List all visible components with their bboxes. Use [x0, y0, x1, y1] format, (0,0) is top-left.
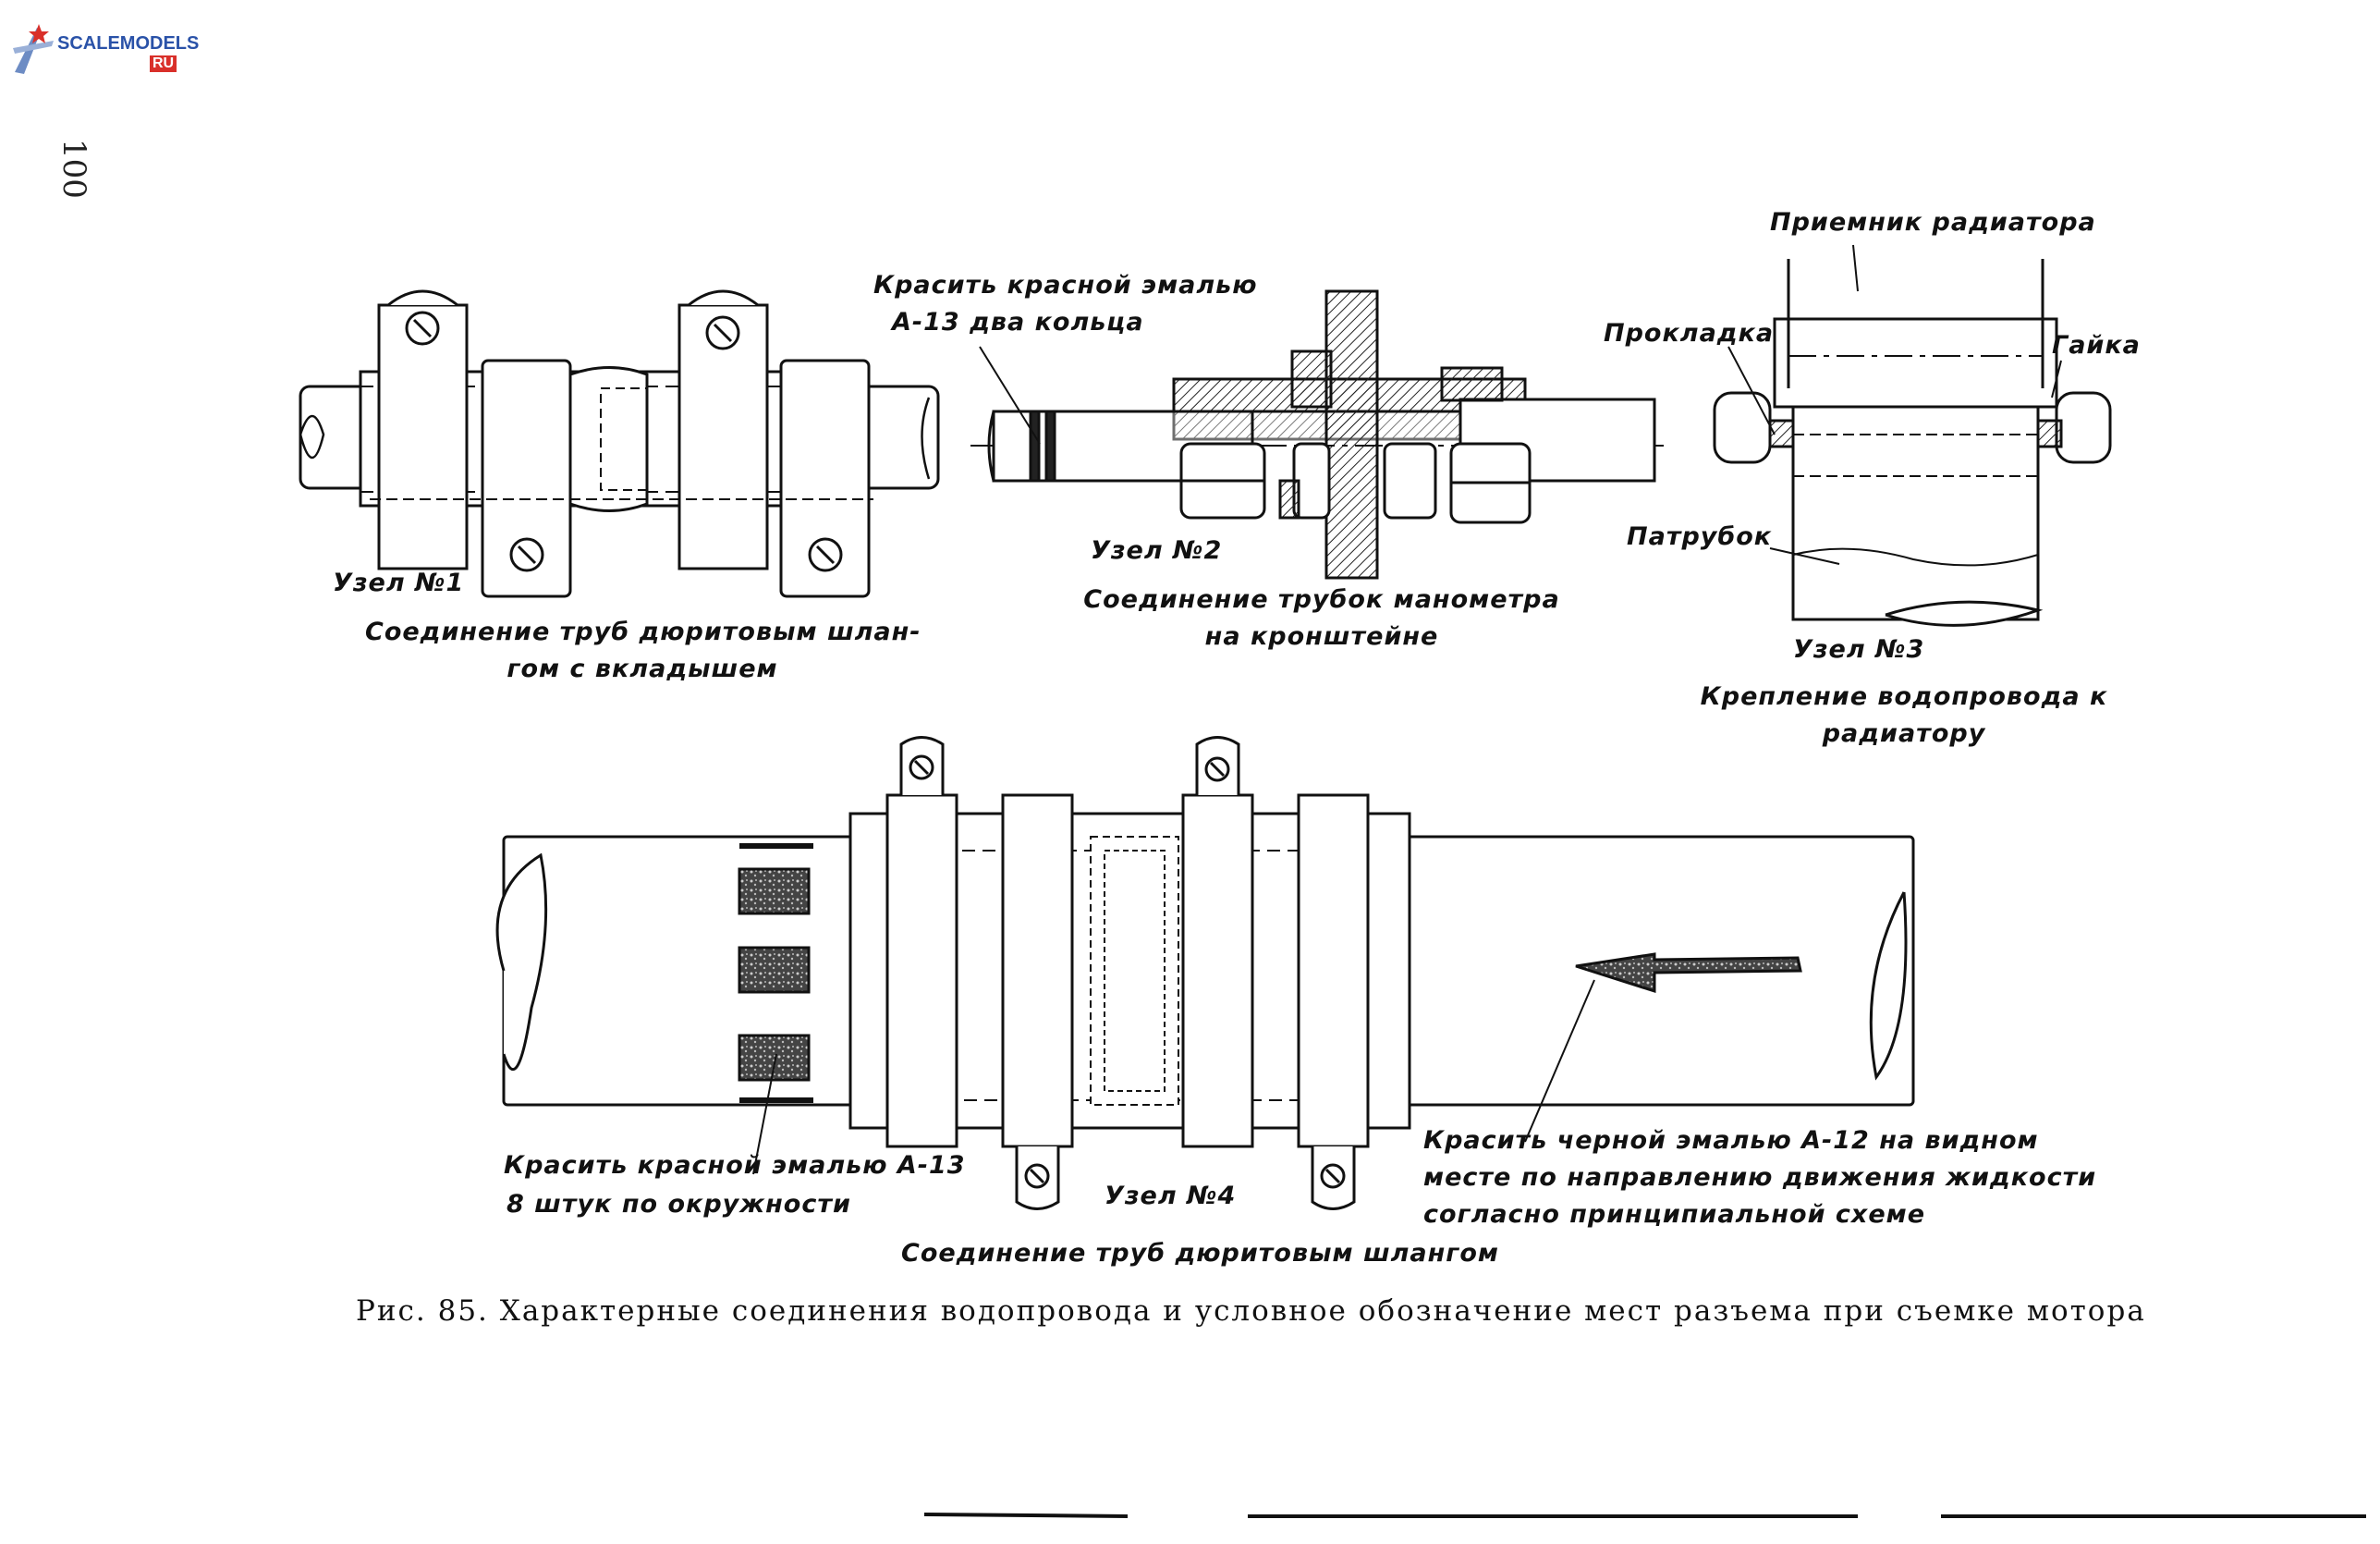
figure-caption: Рис. 85. Характерные соединения водопров… — [356, 1294, 2146, 1328]
node1-description-line2: гом с вкладышем — [507, 655, 778, 683]
node3-pipe-stub — [1791, 405, 2040, 621]
node4-red-mark-2 — [738, 946, 811, 994]
node4-red-mark-3 — [738, 1034, 811, 1082]
node4-black-paint-line2: месте по направлению движения жидкости — [1423, 1163, 2097, 1192]
node2-note-leader — [979, 346, 1041, 445]
node3-nut-label: Гайка — [2052, 331, 2141, 360]
node3-pipe-label: Патрубок — [1627, 522, 1773, 551]
node3-description-line2: радиатору — [1822, 719, 1986, 748]
node2-title: Узел №2 — [1091, 536, 1223, 565]
node4-red-mark-1 — [738, 867, 811, 915]
node4-black-leader — [1524, 979, 1595, 1143]
node2-nut-c — [1383, 442, 1437, 520]
node4-drawing — [495, 736, 1915, 1210]
scan-artifacts — [923, 1513, 2366, 1518]
node2-paint-note-line2: А-13 два кольца — [892, 308, 1144, 337]
airplane-logo-icon — [13, 24, 54, 74]
node3-receiver-leader — [1852, 244, 1859, 292]
node2-description-line2: на кронштейне — [1204, 622, 1439, 651]
node3-description-line1: Крепление водопровода к — [1700, 682, 2108, 711]
node1-band-d — [779, 359, 871, 598]
site-watermark-logo: SCALEMODELS RU — [11, 20, 199, 78]
node4-title: Узел №4 — [1105, 1182, 1237, 1210]
node3-receiver-label: Приемник радиатора — [1770, 208, 2096, 237]
node1-title: Узел №1 — [333, 569, 465, 597]
node2-drawing — [970, 289, 1664, 580]
node4-red-paint-line1: Красить красной эмалью А-13 — [504, 1151, 966, 1180]
node1-drawing — [299, 289, 940, 598]
node4-clamp-2 — [1001, 793, 1074, 1148]
node3-title: Узел №3 — [1793, 635, 1925, 664]
node2-paint-note-line1: Красить красной эмалью — [873, 271, 1258, 300]
node1-description-line1: Соединение труб дюритовым шлан- — [365, 618, 921, 646]
node1-clamp-a — [377, 303, 469, 570]
node4-black-paint-line3: согласно принципиальной схеме — [1423, 1200, 1926, 1229]
node3-nut-left — [1713, 391, 1772, 464]
node2-bracket — [1324, 289, 1379, 580]
node3-drawing — [1713, 259, 2112, 627]
node4-red-leader — [752, 1053, 777, 1175]
node2-red-ring-1 — [1029, 410, 1041, 483]
node3-nut-right — [2055, 391, 2112, 464]
node4-clamp-4 — [1297, 793, 1370, 1148]
node3-flange — [1773, 317, 2058, 409]
node4-clamp-3 — [1181, 793, 1254, 1148]
node4-description: Соединение труб дюритовым шлангом — [901, 1239, 1499, 1268]
node2-red-ring-2 — [1044, 410, 1056, 483]
node4-black-paint-line1: Красить черной эмалью А-12 на видном — [1423, 1126, 2039, 1155]
node3-pipe-leader — [1769, 547, 1840, 565]
node1-clamp-c — [677, 303, 769, 570]
node2-description-line1: Соединение трубок манометра — [1083, 585, 1560, 614]
watermark-text: SCALEMODELS — [57, 33, 200, 54]
node3-nut-leader — [2051, 360, 2062, 398]
node4-flow-arrow — [1575, 952, 1802, 994]
node4-red-paint-line2: 8 штук по окружности — [507, 1190, 851, 1219]
node3-gasket-leader — [1727, 346, 1776, 435]
watermark-suffix: RU — [150, 55, 177, 72]
node3-gasket-label: Прокладка — [1604, 319, 1775, 348]
node4-clamp-1 — [885, 793, 958, 1148]
node1-band-b — [481, 359, 572, 598]
